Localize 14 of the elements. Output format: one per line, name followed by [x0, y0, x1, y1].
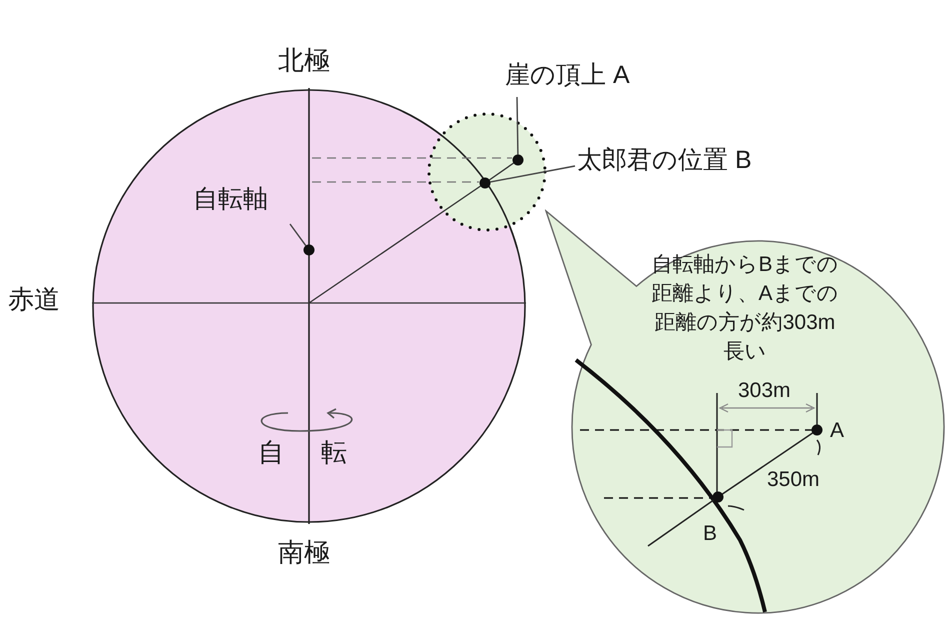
callout-label: 自転軸 [193, 186, 268, 214]
leader-line [516, 96, 519, 155]
rotation-label: 自 [258, 438, 284, 467]
point-marker [304, 244, 314, 256]
leader-line [289, 224, 306, 246]
pole-label: 南極 [278, 538, 330, 567]
rotation-label: 転 [321, 438, 347, 467]
callout-label: 崖の頂上 A [505, 62, 630, 90]
equator-label: 赤道 [8, 285, 60, 314]
leader-line [490, 165, 576, 183]
point-marker [480, 178, 490, 188]
callout-label: 太郎君の位置 B [577, 147, 752, 174]
pole-label: 北極 [278, 46, 330, 75]
point-marker [512, 154, 524, 166]
